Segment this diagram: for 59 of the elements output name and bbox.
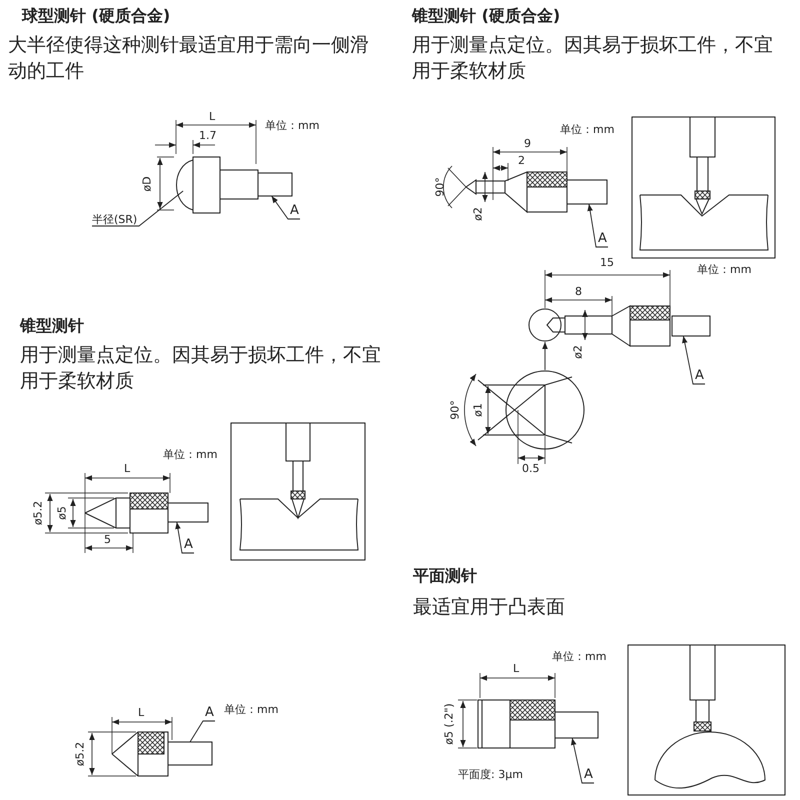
threaded-shank	[168, 502, 208, 522]
dimension-label: L	[124, 462, 130, 476]
arrow	[542, 342, 548, 370]
callout-letter: A	[695, 368, 704, 384]
dimension-label: 9	[524, 137, 531, 150]
dimension-label: 15	[600, 256, 614, 270]
dimension-label: 0.5	[522, 462, 540, 476]
callout-letter: A	[205, 705, 214, 721]
heading: 锥型测针 (硬质合金)	[412, 6, 560, 26]
callout-letter: A	[598, 231, 607, 247]
threaded-shank	[168, 742, 212, 766]
magnified-detail-circle	[505, 370, 585, 450]
unit-label: 单位：mm	[163, 448, 218, 462]
arrow	[587, 204, 608, 248]
dimension-label: ø5.2	[73, 742, 87, 766]
dimension-label: 2	[518, 154, 525, 168]
callout-letter: A	[184, 537, 193, 553]
threaded-shank	[554, 712, 598, 738]
ball-tip	[176, 160, 194, 210]
unit-label: 单位：mm	[265, 119, 320, 132]
dimension-label: ø5 (.2")	[442, 703, 456, 745]
dimension-label: L	[138, 706, 144, 720]
note-text: 平面度: 3μm	[458, 768, 523, 782]
detail-circle	[528, 308, 562, 342]
unit-label: 单位：mm	[552, 650, 606, 664]
dimension-label: ø5.2	[31, 500, 45, 526]
unit-label: 单位：mm	[697, 263, 752, 276]
heading: 锥型测针	[20, 316, 84, 336]
callout-letter: A	[290, 203, 299, 219]
arrow	[175, 522, 194, 554]
dimension-label: L	[209, 110, 216, 124]
threaded-shank	[566, 180, 608, 204]
heading: 球型测针 (硬质合金)	[22, 6, 170, 26]
dimension-label: 5	[104, 533, 111, 546]
threaded-shank	[258, 172, 292, 196]
dimension-label: øD	[140, 176, 154, 192]
dimension-label: ø2	[571, 345, 585, 359]
callout-letter: A	[584, 767, 593, 783]
dimension-label: ø5	[55, 506, 69, 520]
arrow	[570, 738, 594, 784]
description-text: 大半径使得这种测针最适宜用于需向一侧滑动的工件	[8, 33, 370, 84]
description-text: 用于测量点定位。因其易于损坏工件，不宜用于柔软材质	[20, 343, 382, 394]
arrow	[271, 196, 300, 220]
arrow	[682, 336, 706, 384]
arrow	[190, 720, 216, 742]
dimension-label: ø2	[471, 207, 485, 221]
dimension-label: 1.7	[199, 129, 216, 142]
dimension-label: ø1	[471, 403, 485, 417]
unit-label: 单位：mm	[224, 703, 278, 716]
dimension-label: 90°	[433, 177, 447, 197]
dimension-label: L	[513, 662, 520, 676]
dimension-label: 90°	[448, 400, 462, 420]
part-label: 半径(SR)	[92, 213, 138, 226]
heading: 平面测针	[413, 566, 477, 586]
threaded-shank	[672, 316, 710, 336]
dimension-label: 8	[575, 285, 582, 298]
description-text: 最适宜用于凸表面	[413, 595, 566, 620]
description-text: 用于测量点定位。因其易于损坏工件，不宜用于柔软材质	[412, 33, 774, 84]
unit-label: 单位：mm	[560, 123, 614, 136]
